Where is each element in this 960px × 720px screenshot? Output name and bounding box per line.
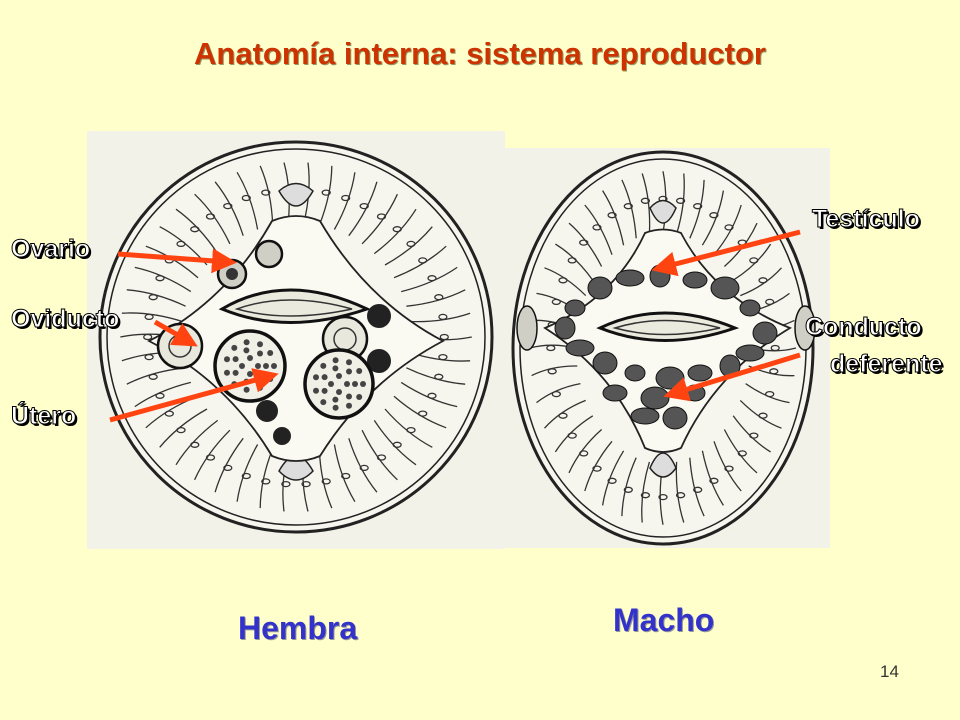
label-utero: Útero — [10, 402, 77, 431]
label-testiculo: Testículo — [812, 205, 921, 234]
female-cross-section-illustration — [98, 140, 494, 534]
female-cross-section-panel — [87, 131, 505, 549]
label-oviducto: Oviducto — [10, 305, 120, 334]
label-conducto-line2: deferente — [830, 350, 944, 379]
label-ovario: Ovario — [10, 235, 91, 264]
male-cross-section-panel — [505, 148, 830, 548]
caption-female: Hembra — [238, 610, 358, 646]
slide-title: Anatomía interna: sistema reproductor — [194, 36, 766, 71]
label-conducto-line1: Conducto — [805, 313, 923, 342]
male-cross-section-illustration — [511, 150, 816, 546]
caption-male: Macho — [613, 602, 715, 638]
slide-number: 14 — [880, 662, 899, 681]
